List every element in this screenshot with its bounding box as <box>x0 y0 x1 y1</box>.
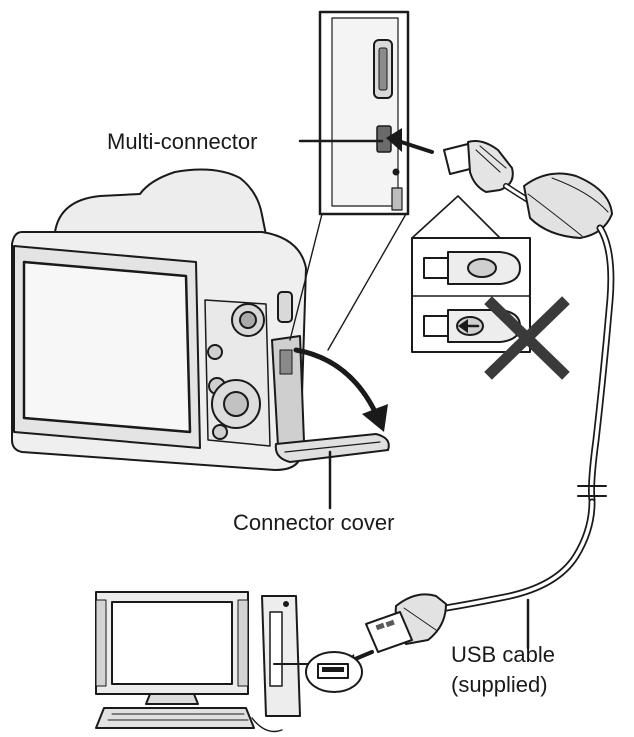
camera-illustration <box>11 168 390 471</box>
usb-cable-label: USB cable <box>451 642 555 667</box>
cable-break-mark <box>577 485 607 497</box>
multi-connector-closeup <box>289 10 410 351</box>
camera-side-plug <box>386 128 615 504</box>
usb-cable <box>442 498 596 650</box>
incorrect-x-icon <box>484 296 570 380</box>
connector-cover-label: Connector cover <box>233 510 395 535</box>
computer-illustration <box>95 591 363 733</box>
usb-cable-supplied-label: (supplied) <box>451 672 548 697</box>
multi-connector-label: Multi-connector <box>107 129 258 154</box>
plug-orientation-inset <box>411 195 531 353</box>
usb-plug <box>338 593 447 672</box>
